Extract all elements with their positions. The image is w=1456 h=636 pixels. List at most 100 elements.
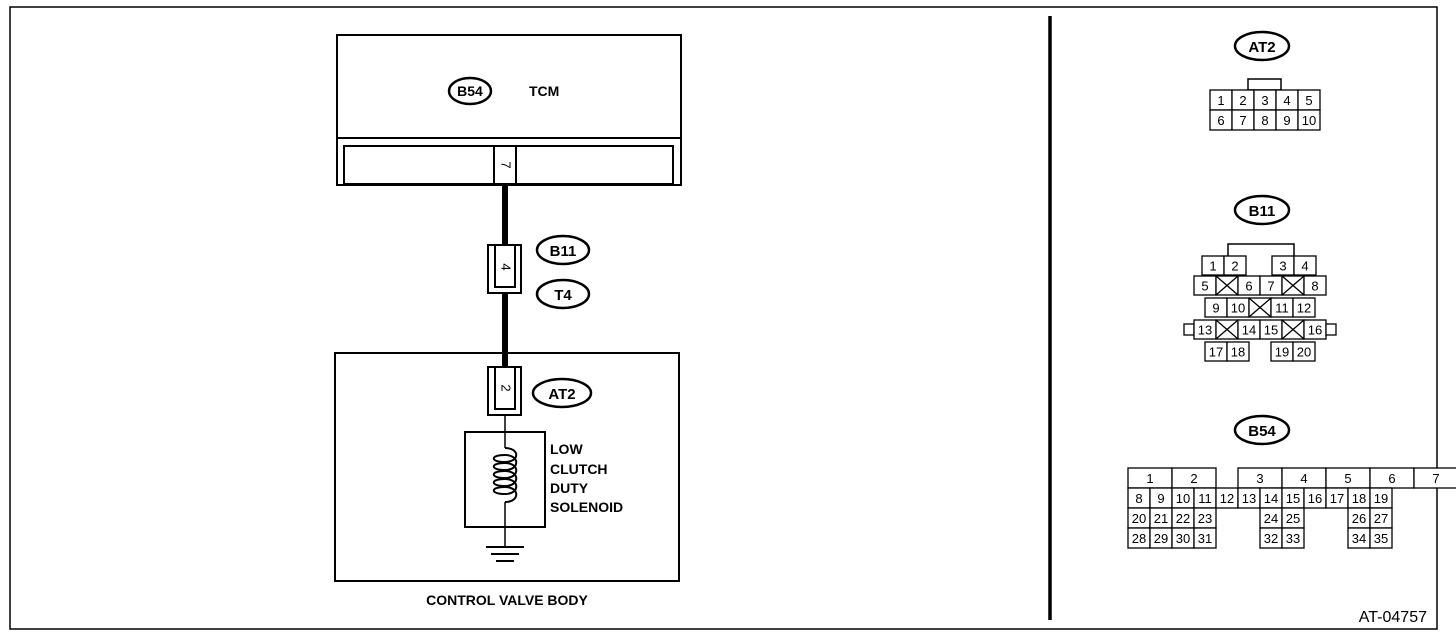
b54-pin-label: 29	[1154, 531, 1168, 546]
b11-pin-cell	[1226, 341, 1250, 362]
at2-pin-label: 5	[1305, 93, 1312, 108]
b54-pin-label: 21	[1154, 511, 1168, 526]
solenoid-coil-icon	[492, 447, 518, 503]
tcm-block: 7 B54 TCM	[336, 34, 682, 186]
b11-pin-label: 9	[1212, 301, 1219, 316]
b54-pin-label: 18	[1352, 491, 1366, 506]
b54-pin-cell	[1413, 467, 1456, 489]
b11-pin-label: 4	[1301, 259, 1308, 274]
control-valve-body-label: CONTROL VALVE BODY	[426, 592, 588, 608]
b54-pin-label: 7	[1432, 471, 1439, 486]
b11-pin-label: 3	[1279, 259, 1286, 274]
at2-pin-label: 8	[1261, 113, 1268, 128]
solenoid-label-line-2: CLUTCH	[550, 461, 608, 477]
b54-pin-label: 25	[1286, 511, 1300, 526]
b11-pin-cell	[1303, 275, 1327, 296]
b11-blank-2-cross	[1281, 275, 1305, 296]
tcm-pin-label: 7	[499, 161, 514, 168]
t4-label: T4	[554, 287, 572, 304]
b54-pin-label: 2	[1190, 471, 1197, 486]
b11-pin-label: 20	[1297, 345, 1311, 360]
b54-pin-label: 6	[1388, 471, 1395, 486]
b11-view-oval	[1233, 194, 1291, 226]
b11-pin-label: 13	[1198, 323, 1212, 338]
b11-pin-label: 5	[1201, 279, 1208, 294]
b54-pin-label: 15	[1286, 491, 1300, 506]
b11-blank-1-cross	[1215, 275, 1239, 296]
tcm-connector-oval	[447, 76, 493, 106]
b54-pin-label: 4	[1300, 471, 1307, 486]
at2-pin-cell	[1297, 109, 1321, 131]
b11-pin-label: 6	[1245, 279, 1252, 294]
b54-pin-label: 19	[1374, 491, 1388, 506]
at2-pin-label: 6	[1217, 113, 1224, 128]
b11-oval	[535, 234, 591, 266]
b54-pin-cell	[1281, 527, 1305, 549]
b54-pin-label: 22	[1176, 511, 1190, 526]
b54-pin-label: 1	[1146, 471, 1153, 486]
at2-latch	[1247, 78, 1282, 91]
b54-pin-cell	[1193, 527, 1217, 549]
b11-latch	[1227, 243, 1295, 256]
b11-pin-label: 7	[1267, 279, 1274, 294]
b11-pin-label: 4	[499, 263, 514, 270]
b11-pin-label: 19	[1275, 345, 1289, 360]
outer-frame	[9, 6, 1438, 630]
b11-pin-label: 1	[1209, 259, 1216, 274]
tcm-label: TCM	[529, 83, 559, 99]
b11-blank-4-cross	[1215, 319, 1239, 340]
b11-pin-label: 10	[1231, 301, 1245, 316]
b54-pin-label: 12	[1220, 491, 1234, 506]
b54-pin-label: 30	[1176, 531, 1190, 546]
b54-pin-label: 31	[1198, 531, 1212, 546]
solenoid-label-line-4: SOLENOID	[550, 499, 623, 515]
at2-pin-label: 1	[1217, 93, 1224, 108]
b54-pin-label: 17	[1330, 491, 1344, 506]
b11-pin-label: 16	[1308, 323, 1322, 338]
b11-side-tab-right	[1325, 323, 1337, 336]
b54-pin-label: 27	[1374, 511, 1388, 526]
control-valve-body-box	[334, 352, 680, 582]
b54-pin-label: 10	[1176, 491, 1190, 506]
b54-pin-label: 20	[1132, 511, 1146, 526]
b54-pin-label: 35	[1374, 531, 1388, 546]
t4-oval	[535, 278, 591, 310]
ground-icon	[486, 546, 524, 562]
b11-pin-cell	[1223, 255, 1247, 276]
b11-pin-label: 18	[1231, 345, 1245, 360]
tcm-connector-label: B54	[457, 83, 483, 99]
at2-pin-label: 2	[499, 384, 514, 391]
b54-pin-label: 26	[1352, 511, 1366, 526]
b54-pin-label: 5	[1344, 471, 1351, 486]
b11-side-tab-left	[1183, 323, 1195, 336]
b11-pin-label: 14	[1242, 323, 1256, 338]
b54-pin-cell	[1369, 527, 1393, 549]
b11-pin-label: 8	[1311, 279, 1318, 294]
b11-label: B11	[550, 243, 577, 260]
at2-pin-label: 4	[1283, 93, 1290, 108]
at2-pin-label: 2	[1239, 93, 1246, 108]
b11-pin-cell	[1293, 255, 1317, 276]
b54-pin-label: 24	[1264, 511, 1278, 526]
b54-view-oval	[1233, 414, 1291, 446]
at2-inline-connector: 2 AT2	[487, 366, 593, 416]
b54-pin-label: 8	[1135, 491, 1142, 506]
b54-pin-label: 11	[1198, 491, 1212, 506]
at2-pin-label: 3	[1261, 93, 1268, 108]
b11-pin-label: 2	[1231, 259, 1238, 274]
b54-pin-label: 16	[1308, 491, 1322, 506]
b11-blank-5-cross	[1281, 319, 1305, 340]
b54-view-label: B54	[1248, 423, 1276, 440]
at2-pin-label: 10	[1302, 113, 1316, 128]
b54-pin-label: 34	[1352, 531, 1366, 546]
b54-pin-label: 3	[1256, 471, 1263, 486]
solenoid-label-line-3: DUTY	[550, 480, 589, 496]
b11-pin-label: 17	[1209, 345, 1223, 360]
b11-pin-cell	[1292, 297, 1316, 318]
b54-pin-label: 32	[1264, 531, 1278, 546]
at2-pin-label: 7	[1239, 113, 1246, 128]
b11-pin-cell	[1292, 341, 1316, 362]
